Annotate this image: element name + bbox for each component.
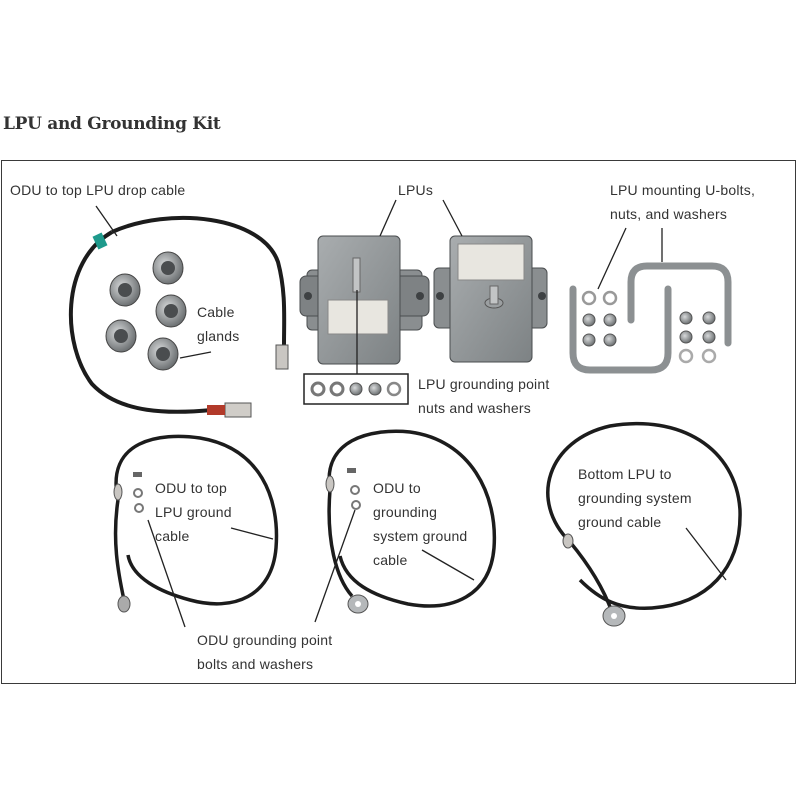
label-odu-top-lpu-line2: LPU ground [155,504,232,520]
diagram-frame [1,160,796,684]
label-lpu-grounding-point-line2: nuts and washers [418,400,531,416]
label-odu-top-lpu-line3: cable [155,528,190,544]
cable-glands [105,251,187,371]
label-bottom-lpu-line1: Bottom LPU to [578,466,672,482]
leader-lines [95,199,727,628]
u-bolt-hardware [581,290,717,364]
odu-grounding-system-cable [325,429,497,614]
label-odu-grounding-system-line1: ODU to [373,480,421,496]
label-lpu-grounding-point-line1: LPU grounding point [418,376,550,392]
lpu-unit-right [433,235,548,363]
bottom-lpu-ground-cable [546,421,742,627]
label-odu-grounding-point-line1: ODU grounding point [197,632,333,648]
odu-top-lpu-ground-cable [113,434,279,613]
lpu-unit-left [299,235,430,365]
page-title: LPU and Grounding Kit [3,114,221,134]
odu-drop-cable [68,216,289,418]
label-odu-grounding-system-line3: system ground [373,528,468,544]
label-u-bolts-line2: nuts, and washers [610,206,728,222]
label-lpus: LPUs [398,182,434,198]
label-cable-glands-line1: Cable [197,304,235,320]
label-odu-grounding-system-line2: grounding [373,504,438,520]
label-cable-glands-line2: glands [197,328,240,344]
u-bolts [569,262,732,374]
label-u-bolts-line1: LPU mounting U-bolts, [610,182,756,198]
lpu-nuts-washers [303,373,409,405]
label-bottom-lpu-line3: ground cable [578,514,662,530]
label-odu-grounding-system-line4: cable [373,552,408,568]
label-odu-drop-cable: ODU to top LPU drop cable [10,182,186,198]
label-odu-top-lpu-line1: ODU to top [155,480,228,496]
label-bottom-lpu-line2: grounding system [578,490,692,506]
label-odu-grounding-point-line2: bolts and washers [197,656,314,672]
